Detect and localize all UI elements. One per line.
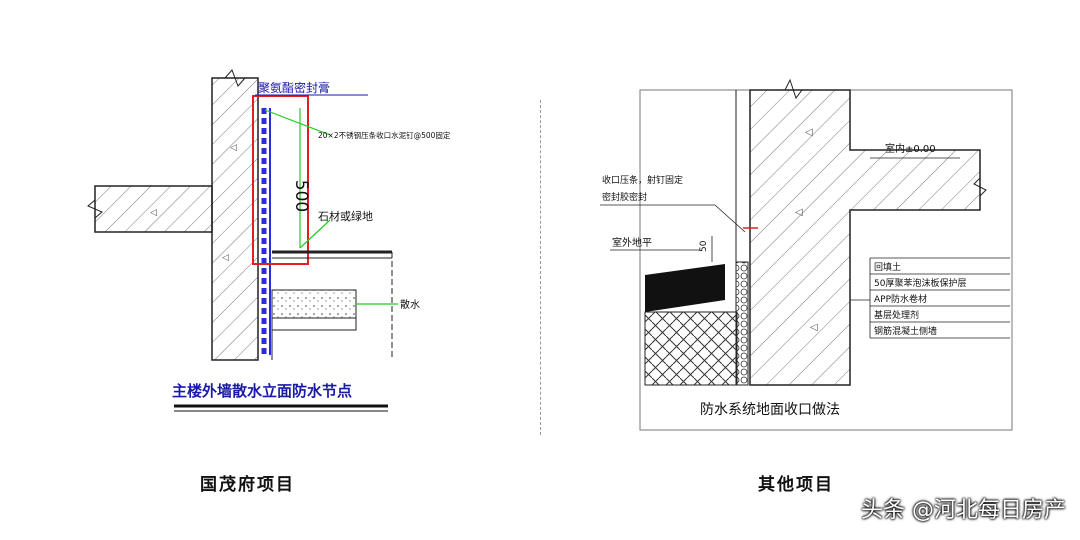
waterproof-membrane <box>261 108 271 355</box>
layer-3: APP防水卷材 <box>874 293 927 305</box>
svg-text:◁: ◁ <box>795 207 803 218</box>
svg-text:◁: ◁ <box>150 208 157 218</box>
left-drawing-title: 主楼外墙散水立面防水节点 <box>172 382 352 400</box>
stone-finish <box>272 250 393 360</box>
right-caption: 其他项目 <box>758 475 834 495</box>
left-detail-drawing: ◁ ◁ ◁ 聚氨酯密封膏 <box>87 69 451 412</box>
detail-highlight-box <box>252 95 309 265</box>
layer-1: 回填土 <box>874 261 901 273</box>
layer-callout-table <box>850 257 1010 339</box>
layer-5: 钢筋混凝土侧墙 <box>874 325 937 337</box>
stone-label: 石材或绿地 <box>318 209 373 223</box>
right-drawing-title: 防水系统地面收口做法 <box>700 402 840 418</box>
right-detail-panel: ◁ ◁ ◁ 室内±0.00 <box>540 0 1080 540</box>
panel-divider <box>540 100 541 435</box>
left-caption: 国茂府项目 <box>200 475 295 495</box>
sealant-label: 聚氨酯密封膏 <box>258 80 330 95</box>
outdoor-paving <box>645 264 725 312</box>
strip-label: 收口压条，射钉固定 <box>602 174 683 186</box>
dimension-500: 500 <box>291 180 311 212</box>
dimension-50: 50 <box>699 240 709 252</box>
svg-text:◁: ◁ <box>230 143 237 153</box>
concrete-side-wall: ◁ ◁ ◁ <box>735 78 987 386</box>
leader-lines-right <box>600 157 960 262</box>
watermark: 头条 @河北每日房产 <box>861 498 1066 523</box>
seal-label: 密封胶密封 <box>602 191 647 203</box>
indoor-level-label: 室内±0.00 <box>885 142 936 155</box>
right-detail-drawing: ◁ ◁ ◁ 室内±0.00 <box>600 78 1013 431</box>
svg-text:◁: ◁ <box>805 127 813 138</box>
backfill-soil <box>644 311 738 386</box>
apron-label: 散水 <box>400 298 420 311</box>
left-detail-panel: ◁ ◁ ◁ 聚氨酯密封膏 <box>87 69 451 495</box>
svg-text:◁: ◁ <box>222 253 229 263</box>
leader-lines <box>264 108 398 305</box>
protection-board <box>735 261 749 386</box>
concrete-wall: ◁ ◁ ◁ <box>87 69 259 361</box>
layer-2: 50厚聚苯泡沫板保护层 <box>874 277 966 289</box>
apron-gravel <box>271 289 357 360</box>
strip-note: 20×2不锈钢压条收口水泥钉@500固定 <box>318 130 451 140</box>
layer-4: 基层处理剂 <box>874 309 919 321</box>
svg-text:◁: ◁ <box>810 322 818 333</box>
outdoor-ground-label: 室外地平 <box>612 236 652 249</box>
